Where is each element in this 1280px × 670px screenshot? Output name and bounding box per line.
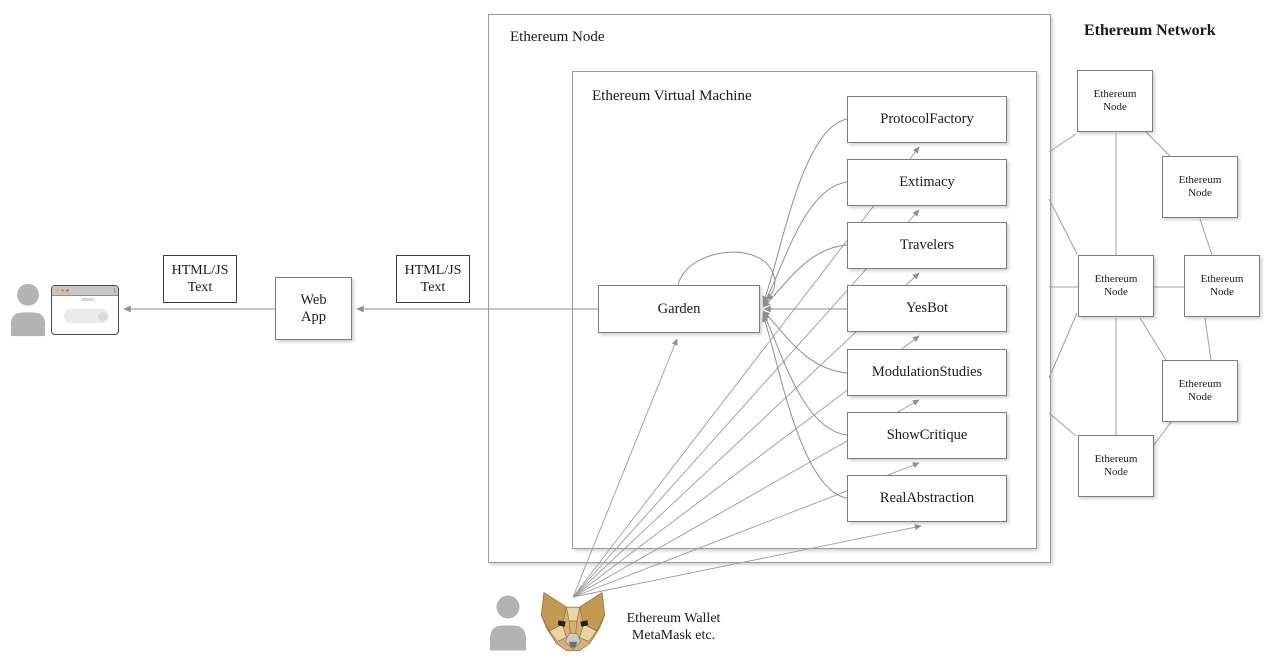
ethereum-network-title: Ethereum Network (1084, 22, 1216, 39)
browser-dot-icon (61, 288, 65, 292)
garden-box: Garden (598, 285, 760, 333)
contract-box-realabstraction: RealAbstraction (847, 475, 1007, 522)
wallet-label: Ethereum Wallet MetaMask etc. (626, 611, 721, 643)
contract-box-modulationstudies: ModulationStudies (847, 349, 1007, 396)
contract-box-travelers: Travelers (847, 222, 1007, 269)
html-js-text-box-1: HTML/JS Text (163, 255, 237, 303)
person-icon (490, 595, 526, 651)
evm-title: Ethereum Virtual Machine (592, 88, 752, 104)
network-node-box: Ethereum Node (1162, 360, 1238, 422)
browser-titlebar (52, 286, 118, 296)
browser-dot-icon (56, 288, 60, 292)
contract-box-showcritique: ShowCritique (847, 412, 1007, 459)
metamask-fox-icon (540, 592, 606, 652)
browser-tab-tick (113, 288, 115, 293)
browser-text-placeholder (81, 298, 94, 301)
browser-window-icon (51, 285, 119, 335)
html-js-text-box-2: HTML/JS Text (396, 255, 470, 303)
network-node-box: Ethereum Node (1077, 70, 1153, 132)
contract-box-extimacy: Extimacy (847, 159, 1007, 206)
network-node-box: Ethereum Node (1078, 435, 1154, 497)
browser-search-bar (64, 309, 109, 323)
browser-dot-icon (66, 288, 70, 292)
person-icon (10, 283, 46, 337)
contract-box-yesbot: YesBot (847, 285, 1007, 332)
web-app-box: Web App (275, 277, 352, 340)
network-node-box: Ethereum Node (1078, 255, 1154, 317)
search-icon (97, 311, 107, 321)
network-node-box: Ethereum Node (1162, 156, 1238, 218)
ethereum-node-title: Ethereum Node (510, 29, 605, 45)
network-node-box: Ethereum Node (1184, 255, 1260, 317)
contract-box-protocolfactory: ProtocolFactory (847, 96, 1007, 143)
